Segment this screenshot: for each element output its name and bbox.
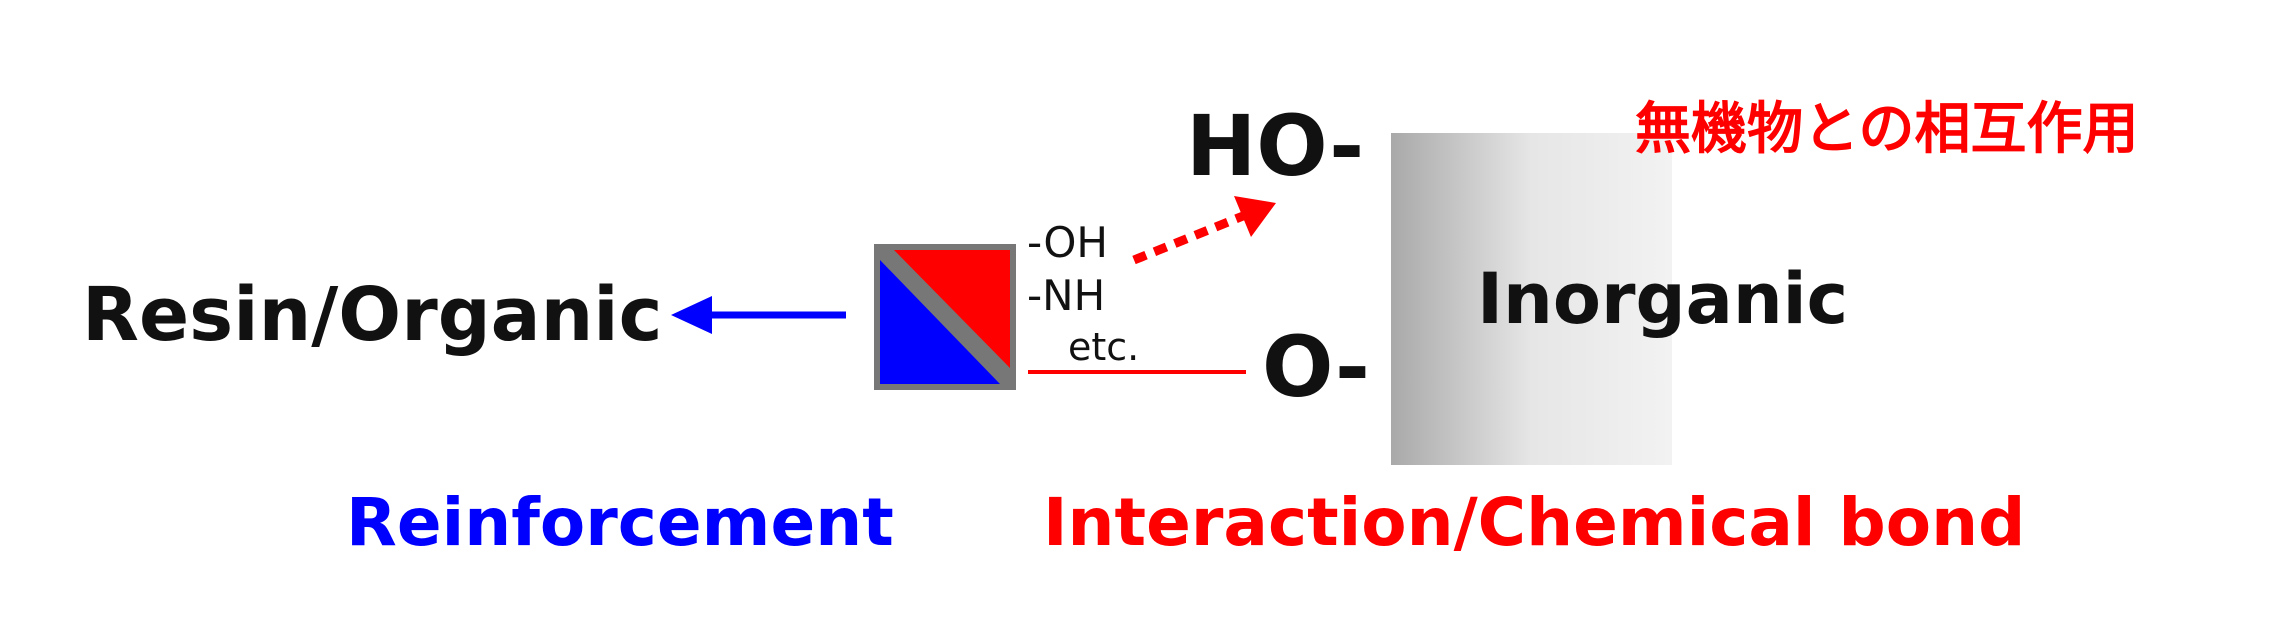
inorganic-half [894,250,1010,368]
dotted-arrow [1132,196,1276,265]
japanese-label: 無機物との相互作用 [1635,97,2138,162]
inorganic-label: Inorganic [1477,258,1848,340]
interaction-label: Interaction/Chemical bond [1043,484,2025,561]
reinforcement-label: Reinforcement [346,484,894,561]
coupling-agent-square [874,244,1016,390]
organic-half [880,260,1000,384]
etc-label: etc. [1068,325,1139,369]
oh-label: -OH [1027,218,1108,267]
inorganic-block [1391,133,1672,465]
reinforcement-arrow [671,296,846,334]
nh-label: -NH [1027,271,1105,320]
resin-label: Resin/Organic [82,272,663,358]
o-label: O- [1262,318,1370,416]
ho-label: HO- [1186,97,1364,195]
